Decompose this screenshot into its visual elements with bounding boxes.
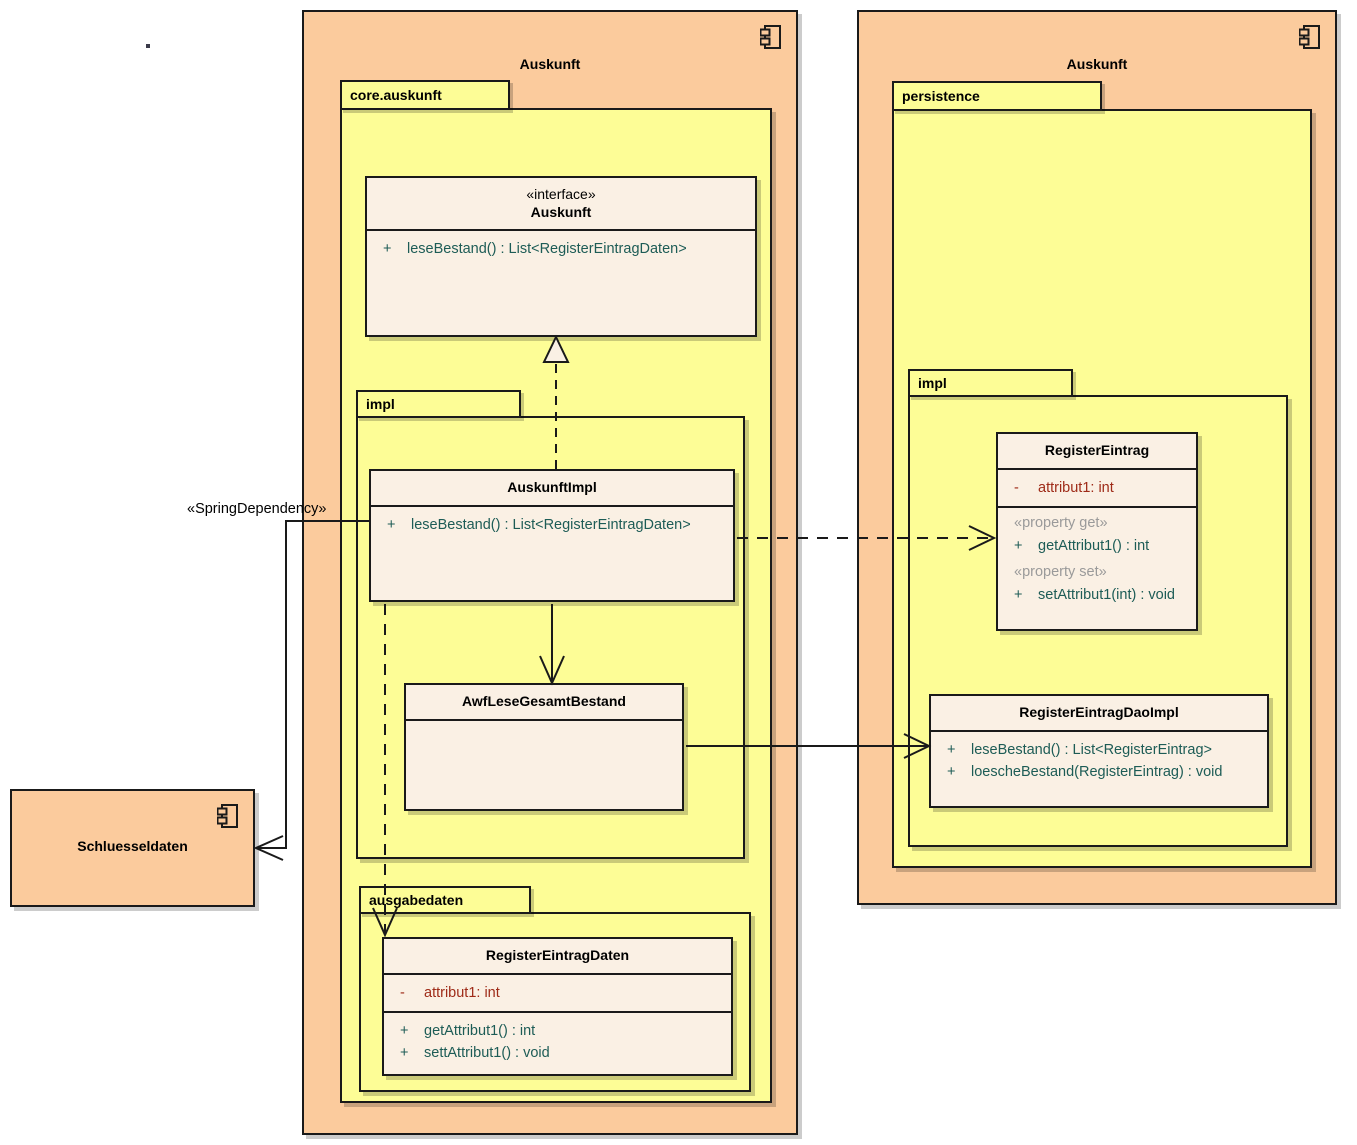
property-set-stereotype: «property set»: [1014, 564, 1107, 581]
component-icon: [1299, 25, 1320, 49]
visibility-marker: +: [400, 1022, 409, 1039]
method-signature: leseBestand() : List<RegisterEintragDate…: [407, 241, 687, 257]
methods-compartment: + leseBestand() : List<RegisterEintragDa…: [367, 231, 755, 267]
visibility-marker: -: [400, 984, 405, 1001]
class-register-eintrag-dao-impl[interactable]: RegisterEintragDaoImpl + leseBestand() :…: [929, 694, 1269, 808]
methods-compartment: + getAttribut1() : int + settAttribut1()…: [384, 1013, 731, 1072]
method-row: + loescheBestand(RegisterEintrag) : void: [937, 761, 1261, 783]
attribute-row: - attribut1: int: [390, 982, 725, 1004]
component-icon: [760, 25, 781, 49]
class-name: RegisterEintragDaten: [485, 947, 630, 963]
class-name: RegisterEintrag: [1044, 442, 1150, 458]
component-schluesseldaten-title: Schluesseldaten: [77, 838, 188, 854]
compartment-divider: [384, 1010, 731, 1013]
visibility-marker: -: [1014, 479, 1019, 496]
visibility-marker: +: [1014, 586, 1023, 603]
method-signature: settAttribut1() : void: [424, 1045, 550, 1062]
class-name: Auskunft: [530, 203, 592, 220]
visibility-marker: +: [387, 516, 396, 533]
class-auskunft-interface-header: «interface» Auskunft: [367, 178, 755, 229]
component-auskunft-right-title: Auskunft: [1066, 56, 1128, 72]
class-name: AuskunftImpl: [507, 479, 597, 495]
visibility-marker: +: [947, 763, 956, 780]
method-signature: loescheBestand(RegisterEintrag) : void: [971, 763, 1223, 780]
compartment-divider: [371, 504, 733, 507]
edge-label-spring-dependency: «SpringDependency»: [187, 501, 327, 517]
class-auskunft-impl[interactable]: AuskunftImpl + leseBestand() : List<Regi…: [369, 469, 735, 602]
method-signature: leseBestand() : List<RegisterEintrag>: [971, 741, 1212, 758]
stray-dot-artifact: [146, 44, 150, 48]
properties-compartment: «property get» + getAttribut1() : int «p…: [998, 508, 1196, 613]
compartment-divider: [931, 729, 1267, 732]
attributes-compartment: - attribut1: int: [998, 470, 1196, 506]
property-get-stereotype: «property get»: [1014, 514, 1108, 531]
attribute-row: - attribut1: int: [1004, 477, 1190, 499]
visibility-marker: +: [947, 741, 956, 758]
attribute-signature: attribut1: int: [1038, 479, 1114, 496]
class-awf-lese-gesamt-bestand[interactable]: AwfLeseGesamtBestand: [404, 683, 684, 811]
class-stereotype: «interface»: [526, 186, 596, 202]
package-tab-core-auskunft[interactable]: core.auskunft: [340, 80, 510, 110]
methods-compartment: + leseBestand() : List<RegisterEintragDa…: [371, 507, 733, 543]
attributes-compartment: - attribut1: int: [384, 975, 731, 1011]
compartment-divider: [384, 972, 731, 975]
visibility-marker: +: [1014, 537, 1023, 554]
component-schluesseldaten[interactable]: Schluesseldaten: [10, 789, 255, 907]
methods-compartment: [406, 721, 682, 815]
method-signature: setAttribut1(int) : void: [1038, 586, 1175, 603]
attribute-signature: attribut1: int: [424, 984, 500, 1001]
methods-compartment: + leseBestand() : List<RegisterEintrag> …: [931, 732, 1267, 791]
class-name: AwfLeseGesamtBestand: [462, 693, 626, 709]
class-name: RegisterEintragDaoImpl: [1019, 704, 1179, 720]
compartment-divider: [998, 505, 1196, 508]
method-row: + setAttribut1(int) : void: [1004, 584, 1190, 606]
class-auskunft-interface[interactable]: «interface» Auskunft + leseBestand() : L…: [365, 176, 757, 337]
package-tab-persistence[interactable]: persistence: [892, 81, 1102, 111]
visibility-marker: +: [400, 1045, 409, 1062]
method-row: + leseBestand() : List<RegisterEintrag>: [937, 739, 1261, 761]
class-awf-lese-gesamt-bestand-header: AwfLeseGesamtBestand: [406, 685, 682, 719]
package-tab-ausgabedaten[interactable]: ausgabedaten: [359, 886, 531, 914]
method-row: + leseBestand() : List<RegisterEintragDa…: [373, 238, 749, 260]
class-auskunft-impl-header: AuskunftImpl: [371, 471, 733, 505]
method-row: + getAttribut1() : int: [390, 1020, 725, 1042]
class-register-eintrag-daten-header: RegisterEintragDaten: [384, 939, 731, 973]
class-register-eintrag-daten[interactable]: RegisterEintragDaten - attribut1: int + …: [382, 937, 733, 1076]
visibility-marker: +: [383, 241, 392, 257]
method-signature: getAttribut1() : int: [1038, 537, 1150, 554]
compartment-divider: [406, 718, 682, 721]
package-tab-persistence-impl[interactable]: impl: [908, 369, 1073, 397]
compartment-divider: [367, 229, 755, 231]
method-row: + settAttribut1() : void: [390, 1042, 725, 1064]
method-row: + leseBestand() : List<RegisterEintragDa…: [377, 514, 727, 536]
package-tab-core-impl[interactable]: impl: [356, 390, 521, 418]
class-register-eintrag-dao-impl-header: RegisterEintragDaoImpl: [931, 696, 1267, 730]
method-signature: getAttribut1() : int: [424, 1022, 536, 1039]
compartment-divider: [998, 467, 1196, 470]
method-signature: leseBestand() : List<RegisterEintragDate…: [411, 516, 691, 533]
method-row: + getAttribut1() : int: [1004, 535, 1190, 557]
class-register-eintrag[interactable]: RegisterEintrag - attribut1: int «proper…: [996, 432, 1198, 631]
component-auskunft-left-title: Auskunft: [519, 56, 581, 72]
class-register-eintrag-header: RegisterEintrag: [998, 434, 1196, 468]
component-icon: [217, 804, 238, 828]
